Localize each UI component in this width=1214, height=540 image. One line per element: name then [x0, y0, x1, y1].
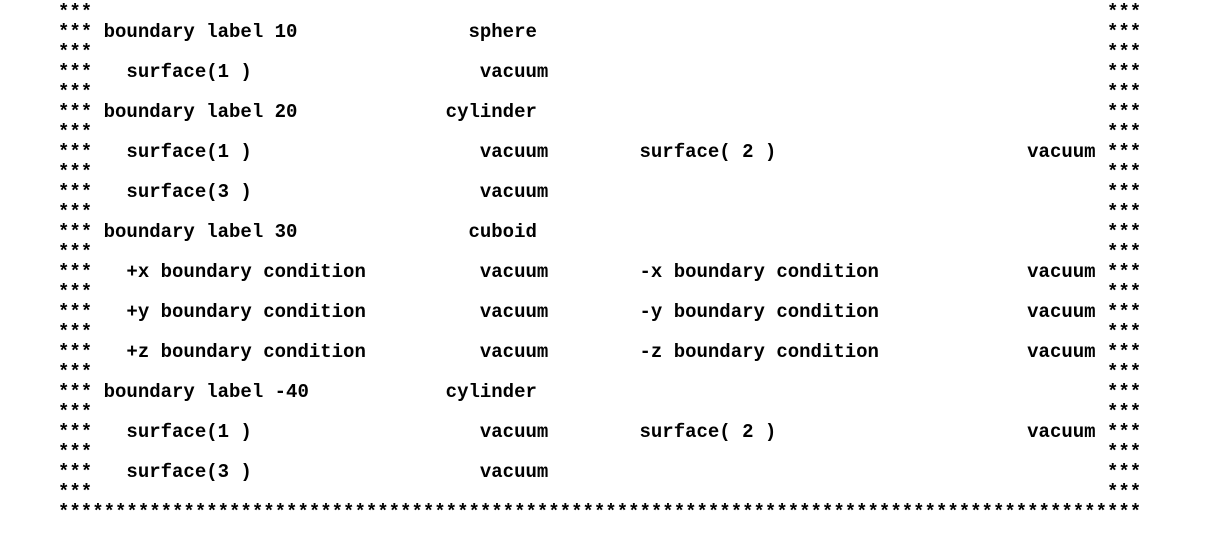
console-frame-line: *** *** [58, 321, 1142, 343]
console-surface-row: *** +z boundary condition vacuum -z boun… [58, 341, 1142, 363]
console-frame-line: *** *** [58, 1, 1142, 23]
console-boundary-row: *** boundary label 30 cuboid *** [58, 221, 1142, 243]
console-surface-row: *** surface(3 ) vacuum *** [58, 181, 1142, 203]
console-frame-line: *** *** [58, 121, 1142, 143]
console-boundary-row: *** boundary label -40 cylinder *** [58, 381, 1142, 403]
console-frame-line: *** *** [58, 361, 1142, 383]
console-surface-row: *** surface(1 ) vacuum *** [58, 61, 1142, 83]
console-surface-row: *** +y boundary condition vacuum -y boun… [58, 301, 1142, 323]
console-frame-line: *** *** [58, 201, 1142, 223]
console-frame-line: *** *** [58, 161, 1142, 183]
console-surface-row: *** surface(3 ) vacuum *** [58, 461, 1142, 483]
console-frame-line: *** *** [58, 41, 1142, 63]
console-frame-line: *** *** [58, 481, 1142, 503]
console-surface-row: *** +x boundary condition vacuum -x boun… [58, 261, 1142, 283]
console-frame-line: *** *** [58, 401, 1142, 423]
console-rule-line: ****************************************… [58, 501, 1142, 523]
console-boundary-row: *** boundary label 20 cylinder *** [58, 101, 1142, 123]
console-frame-line: *** *** [58, 81, 1142, 103]
console-boundary-row: *** boundary label 10 sphere *** [58, 21, 1142, 43]
console-frame-line: *** *** [58, 441, 1142, 463]
console-surface-row: *** surface(1 ) vacuum surface( 2 ) vacu… [58, 421, 1142, 443]
console-frame-line: *** *** [58, 281, 1142, 303]
console-surface-row: *** surface(1 ) vacuum surface( 2 ) vacu… [58, 141, 1142, 163]
console-frame-line: *** *** [58, 241, 1142, 263]
